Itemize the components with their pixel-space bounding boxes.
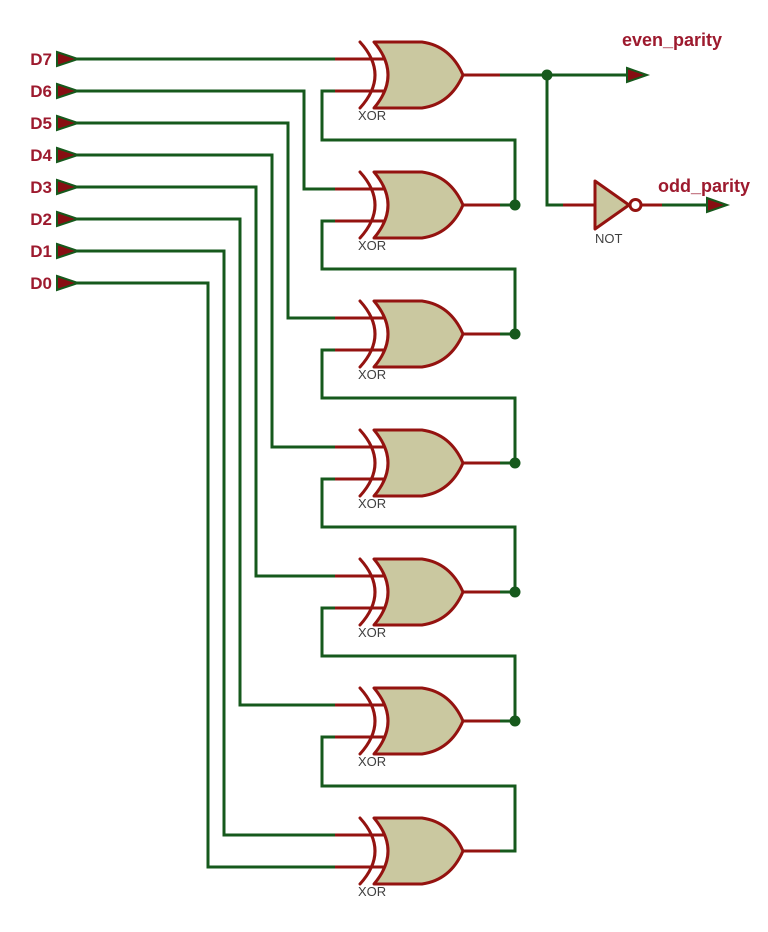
wire-D2[interactable]	[76, 217, 337, 707]
xor-input-arc	[358, 816, 377, 886]
output-pin-label-even_parity[interactable]: even_parity	[622, 30, 722, 50]
xor-gate-XOR6[interactable]: XOR	[335, 686, 500, 769]
output-terminal-icon-even_parity[interactable]	[626, 66, 651, 84]
xor-body	[372, 428, 465, 498]
xor-gate-XOR4[interactable]: XOR	[335, 428, 500, 511]
xor-gate-XOR1[interactable]: XOR	[335, 40, 500, 123]
xor-body	[372, 686, 465, 756]
xor-input-arc	[358, 557, 377, 627]
wire-x7[interactable]	[320, 735, 517, 853]
gate-caption-label: XOR	[358, 754, 386, 769]
input-pin-label-D0[interactable]: D0	[30, 274, 52, 293]
input-pin-label-D3[interactable]: D3	[30, 178, 52, 197]
wire-D4[interactable]	[76, 153, 337, 449]
gate-caption-label: XOR	[358, 108, 386, 123]
input-pin-label-D5[interactable]: D5	[30, 114, 52, 133]
input-terminal-icon-D1[interactable]	[56, 242, 82, 260]
input-pin-label-D2[interactable]: D2	[30, 210, 52, 229]
input-terminal-icon-D3[interactable]	[56, 178, 82, 196]
output-pin-label-odd_parity[interactable]: odd_parity	[658, 176, 750, 196]
xor-input-arc	[358, 686, 377, 756]
input-terminal-icon-D5[interactable]	[56, 114, 82, 132]
input-terminal-icon-D7[interactable]	[56, 50, 82, 68]
inverter-bubble-icon	[628, 198, 643, 212]
input-pin-label-D7[interactable]: D7	[30, 50, 52, 69]
wire-even_parity[interactable]	[545, 73, 565, 207]
gate-caption-label: NOT	[595, 231, 623, 246]
wire-D5[interactable]	[76, 121, 337, 320]
not-gate-NOT1[interactable]: NOT	[563, 179, 662, 246]
input-pin-label-D6[interactable]: D6	[30, 82, 52, 101]
wire-D3[interactable]	[76, 185, 337, 578]
gate-caption-label: XOR	[358, 367, 386, 382]
gate-caption-label: XOR	[358, 625, 386, 640]
xor-gate-XOR2[interactable]: XOR	[335, 170, 500, 253]
not-body	[593, 179, 631, 231]
input-terminal-icon-D0[interactable]	[56, 274, 82, 292]
junction-dot	[541, 69, 553, 81]
input-pin-label-D4[interactable]: D4	[30, 146, 52, 165]
output-terminal-icon-odd_parity[interactable]	[706, 196, 731, 214]
xor-body	[372, 40, 465, 110]
input-terminal-icon-D4[interactable]	[56, 146, 82, 164]
input-pin-label-D1[interactable]: D1	[30, 242, 52, 261]
gate-caption-label: XOR	[358, 496, 386, 511]
junction-dot	[509, 199, 521, 211]
xor-input-arc	[358, 40, 377, 110]
wire-D1[interactable]	[76, 249, 337, 837]
xor-body	[372, 557, 465, 627]
xor-gate-XOR3[interactable]: XOR	[335, 299, 500, 382]
xor-input-arc	[358, 299, 377, 369]
junction-dot	[509, 457, 521, 469]
xor-gate-XOR5[interactable]: XOR	[335, 557, 500, 640]
wire-D0[interactable]	[76, 281, 337, 869]
input-terminal-icon-D6[interactable]	[56, 82, 82, 100]
junction-dot	[509, 328, 521, 340]
gate-caption-label: XOR	[358, 884, 386, 899]
xor-body	[372, 816, 465, 886]
xor-input-arc	[358, 428, 377, 498]
xor-input-arc	[358, 170, 377, 240]
input-terminal-icon-D2[interactable]	[56, 210, 82, 228]
gate-caption-label: XOR	[358, 238, 386, 253]
xor-gate-XOR7[interactable]: XOR	[335, 816, 500, 899]
wire-D6[interactable]	[76, 89, 337, 191]
junction-dot	[509, 715, 521, 727]
junction-dot	[509, 586, 521, 598]
xor-body	[372, 299, 465, 369]
xor-body	[372, 170, 465, 240]
